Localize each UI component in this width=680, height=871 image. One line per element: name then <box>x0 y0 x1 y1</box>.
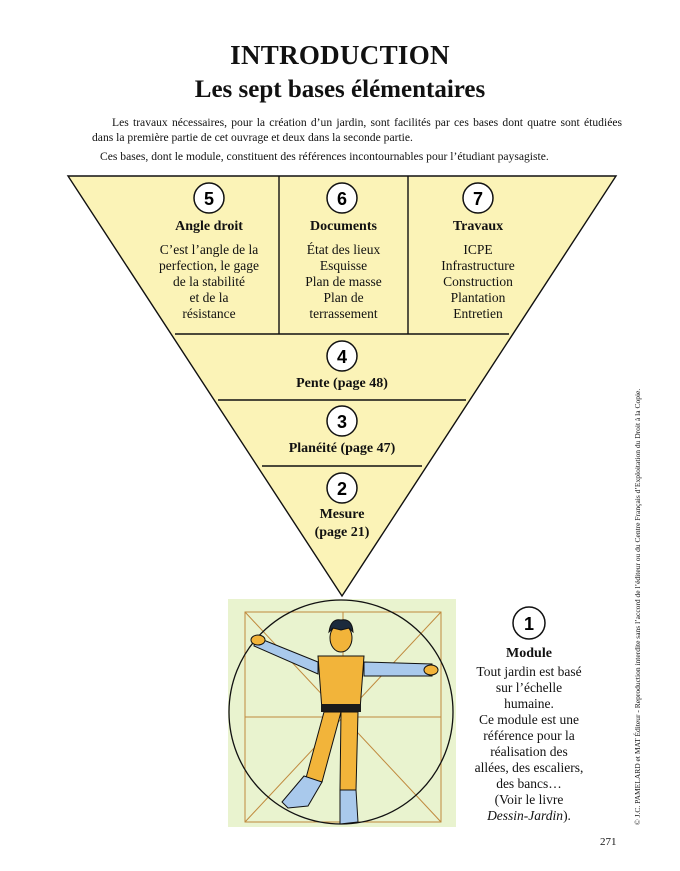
base-7-line: Infrastructure <box>412 258 544 274</box>
number-circle-6: 6 <box>327 183 357 213</box>
svg-text:1: 1 <box>524 614 534 634</box>
human-module-figure <box>228 599 456 827</box>
base-7-line: Plantation <box>412 290 544 306</box>
base-pente-label: Pente (page 48) <box>242 376 442 392</box>
svg-text:7: 7 <box>473 189 483 209</box>
base-documents: Documents État des lieux Esquisse Plan d… <box>282 219 405 322</box>
base-1-line: humaine. <box>460 696 598 712</box>
base-5-line: et de la <box>143 290 275 306</box>
book-title: Dessin-Jardin <box>487 808 563 823</box>
base-1-line: des bancs… <box>460 776 598 792</box>
base-1-line: allées, des escaliers, <box>460 760 598 776</box>
base-6-title: Documents <box>282 219 405 235</box>
base-7-title: Travaux <box>412 219 544 235</box>
base-5-title: Angle droit <box>143 219 275 235</box>
base-1-line: Tout jardin est basé <box>460 664 598 680</box>
base-6-line: Plan de masse <box>282 274 405 290</box>
base-2-line2: (page 21) <box>272 524 412 542</box>
base-1-line: référence pour la <box>460 728 598 744</box>
number-circle-1: 1 <box>513 607 545 639</box>
base-7-line: Entretien <box>412 306 544 322</box>
base-6-line: terrassement <box>282 306 405 322</box>
number-circle-7: 7 <box>463 183 493 213</box>
copyright-notice: © J.C. PAMELARD et MAT Éditeur - Reprodu… <box>633 389 642 825</box>
base-6-line: Esquisse <box>282 258 405 274</box>
base-7-line: ICPE <box>412 242 544 258</box>
base-1-line: réalisation des <box>460 744 598 760</box>
base-1-line: Ce module est une <box>460 712 598 728</box>
base-6-line: Plan de <box>282 290 405 306</box>
base-5-line: résistance <box>143 306 275 322</box>
base-5-line: de la stabilité <box>143 274 275 290</box>
base-1-book-line: Dessin-Jardin). <box>460 808 598 824</box>
base-1-line: (Voir le livre <box>460 792 598 808</box>
book-suffix: ). <box>563 808 571 823</box>
base-planeite-label: Planéité (page 47) <box>242 441 442 457</box>
base-5-line: perfection, le gage <box>143 258 275 274</box>
base-angle-droit: Angle droit C’est l’angle de la perfecti… <box>143 219 275 322</box>
base-mesure-label: Mesure (page 21) <box>272 506 412 542</box>
svg-text:4: 4 <box>337 347 347 367</box>
page-number: 271 <box>600 836 617 848</box>
svg-text:3: 3 <box>337 412 347 432</box>
base-2-line1: Mesure <box>272 506 412 524</box>
base-5-line: C’est l’angle de la <box>143 242 275 258</box>
base-6-line: État des lieux <box>282 242 405 258</box>
svg-text:2: 2 <box>337 479 347 499</box>
svg-text:6: 6 <box>337 189 347 209</box>
number-circle-2: 2 <box>327 473 357 503</box>
base-travaux: Travaux ICPE Infrastructure Construction… <box>412 219 544 322</box>
number-circle-4: 4 <box>327 341 357 371</box>
svg-text:5: 5 <box>204 189 214 209</box>
base-7-line: Construction <box>412 274 544 290</box>
base-module: Module Tout jardin est basé sur l’échell… <box>460 646 598 824</box>
number-circle-5: 5 <box>194 183 224 213</box>
base-1-title: Module <box>460 646 598 662</box>
number-circle-3: 3 <box>327 406 357 436</box>
base-1-line: sur l’échelle <box>460 680 598 696</box>
